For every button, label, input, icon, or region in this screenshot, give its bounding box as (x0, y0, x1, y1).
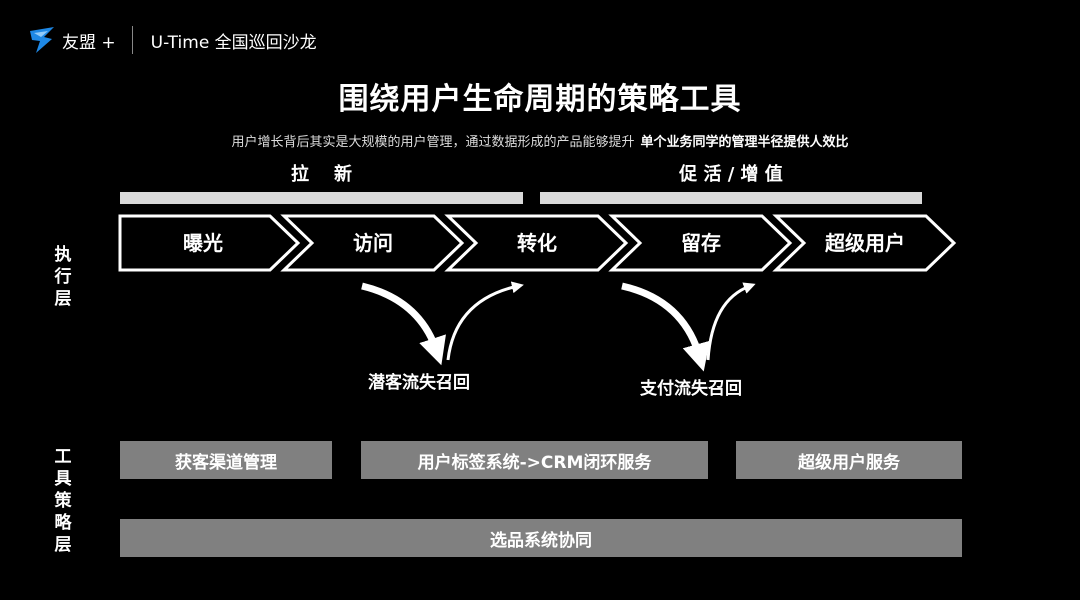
page-subtitle: 用户增长背后其实是大规模的用户管理，通过数据形成的产品能够提升单个业务同学的管理… (0, 131, 1080, 150)
curved-arrow-up-2 (706, 282, 756, 361)
stage-label-2: 转化 (517, 231, 557, 255)
stage-chevron-3 (608, 214, 793, 272)
stage-chevron-1 (280, 214, 465, 272)
subtitle-main: 用户增长背后其实是大规模的用户管理，通过数据形成的产品能够提升 (231, 135, 635, 150)
curved-arrow-down-1 (361, 282, 446, 366)
tool-box-product-selection: 选品系统协同 (120, 519, 962, 557)
stage-chevron-4 (772, 214, 957, 272)
tool-box-crm-system: 用户标签系统->CRM闭环服务 (361, 441, 708, 479)
phase-label-activation: 促 活 / 增 值 (679, 164, 783, 185)
phase-bar-activation (540, 192, 922, 204)
side-label-execution: 执 行 层 (54, 245, 72, 309)
stage-label-3: 留存 (681, 231, 721, 255)
loop-label-payment-recall: 支付流失召回 (640, 379, 742, 399)
stage-label-0: 曝光 (183, 231, 223, 255)
stage-label-4: 超级用户 (824, 231, 905, 255)
page-title: 围绕用户生命周期的策略工具 (338, 82, 742, 117)
stage-label-1: 访问 (353, 231, 393, 255)
loop-arrows-activation (621, 282, 756, 372)
subtitle-emphasis: 单个业务同学的管理半径提供人效比 (640, 135, 849, 150)
event-name: U-Time 全国巡回沙龙 (150, 32, 317, 53)
tool-box-super-user-service: 超级用户服务 (736, 441, 962, 479)
brand-name: 友盟 + (62, 32, 116, 53)
tool-box-channel-management: 获客渠道管理 (120, 441, 332, 479)
header: 友盟 + U-Time 全国巡回沙龙 (28, 22, 317, 58)
phase-label-acquisition: 拉 新 (290, 164, 353, 185)
stage-chevron-2 (444, 214, 629, 272)
side-label-tools: 工 具 策 略 层 (54, 447, 72, 555)
curved-arrow-down-2 (621, 282, 710, 372)
header-divider (131, 26, 133, 54)
stage-chevrons: 曝光 访问 转化 留存 超级用户 (118, 214, 957, 272)
loop-label-prospect-recall: 潜客流失召回 (368, 373, 470, 393)
curved-arrow-up-1 (446, 281, 524, 361)
umeng-logo-icon (30, 27, 54, 53)
stage-chevron-0 (118, 214, 301, 272)
phase-bar-acquisition (120, 192, 523, 204)
loop-arrows-acquisition (361, 281, 524, 366)
